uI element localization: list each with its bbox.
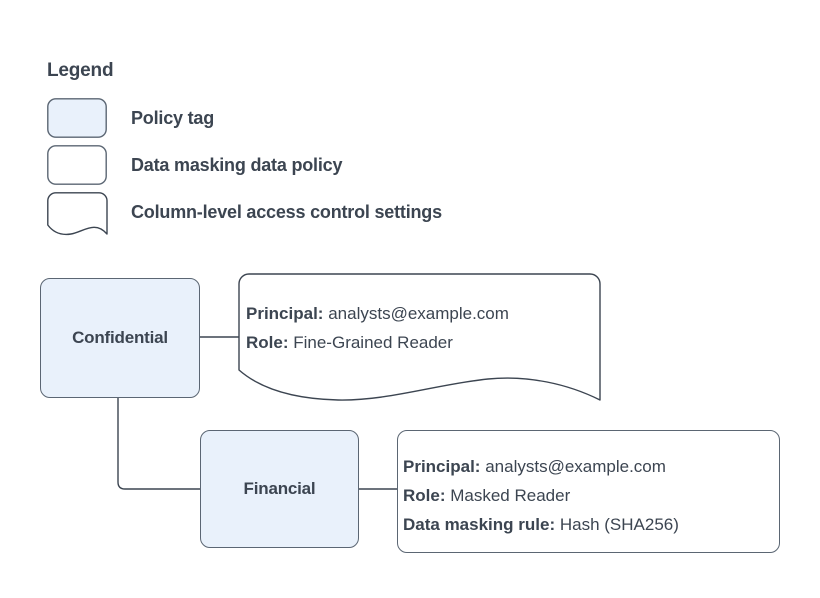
callout-line-value: analysts@example.com	[328, 304, 509, 323]
wavy-bottom-note-icon	[47, 192, 108, 236]
legend-item-data-masking-policy: Data masking data policy	[47, 145, 767, 187]
callout-line-value: Masked Reader	[450, 486, 571, 505]
callout-line-key: Data masking rule:	[403, 515, 556, 534]
callout-line-value: Hash (SHA256)	[559, 515, 679, 534]
callout-line: Principal: analysts@example.com	[246, 299, 509, 328]
callout-financial-text: Principal: analysts@example.com Role: Ma…	[403, 452, 679, 539]
callout-line-value: analysts@example.com	[485, 457, 666, 476]
node-financial[interactable]: Financial	[200, 430, 359, 548]
legend-item-policy-tag: Policy tag	[47, 98, 767, 140]
callout-line-key: Principal:	[403, 457, 481, 476]
callout-line-key: Role:	[403, 486, 446, 505]
legend-item-label: Policy tag	[131, 108, 215, 128]
legend-item-label: Data masking data policy	[131, 155, 343, 175]
callout-line-key: Principal:	[246, 304, 324, 323]
callout-confidential-text: Principal: analysts@example.com Role: Fi…	[246, 299, 509, 357]
connector-confidential-to-financial	[117, 398, 200, 490]
callout-financial-masking-policy	[397, 430, 780, 553]
legend-item-column-level-access: Column-level access control settings	[47, 192, 767, 236]
legend-item-label: Column-level access control settings	[131, 202, 442, 222]
callout-line: Role: Masked Reader	[403, 481, 679, 510]
outline-rounded-rect-icon	[47, 145, 107, 185]
callout-line-key: Role:	[246, 333, 289, 352]
filled-rounded-rect-icon	[47, 98, 107, 138]
callout-line: Role: Fine-Grained Reader	[246, 328, 509, 357]
legend-title: Legend	[47, 60, 114, 81]
callout-line-value: Fine-Grained Reader	[293, 333, 453, 352]
callout-line: Data masking rule: Hash (SHA256)	[403, 510, 679, 539]
node-confidential[interactable]: Confidential	[40, 278, 200, 398]
callout-line: Principal: analysts@example.com	[403, 452, 679, 481]
callout-confidential-access-settings	[238, 273, 601, 401]
